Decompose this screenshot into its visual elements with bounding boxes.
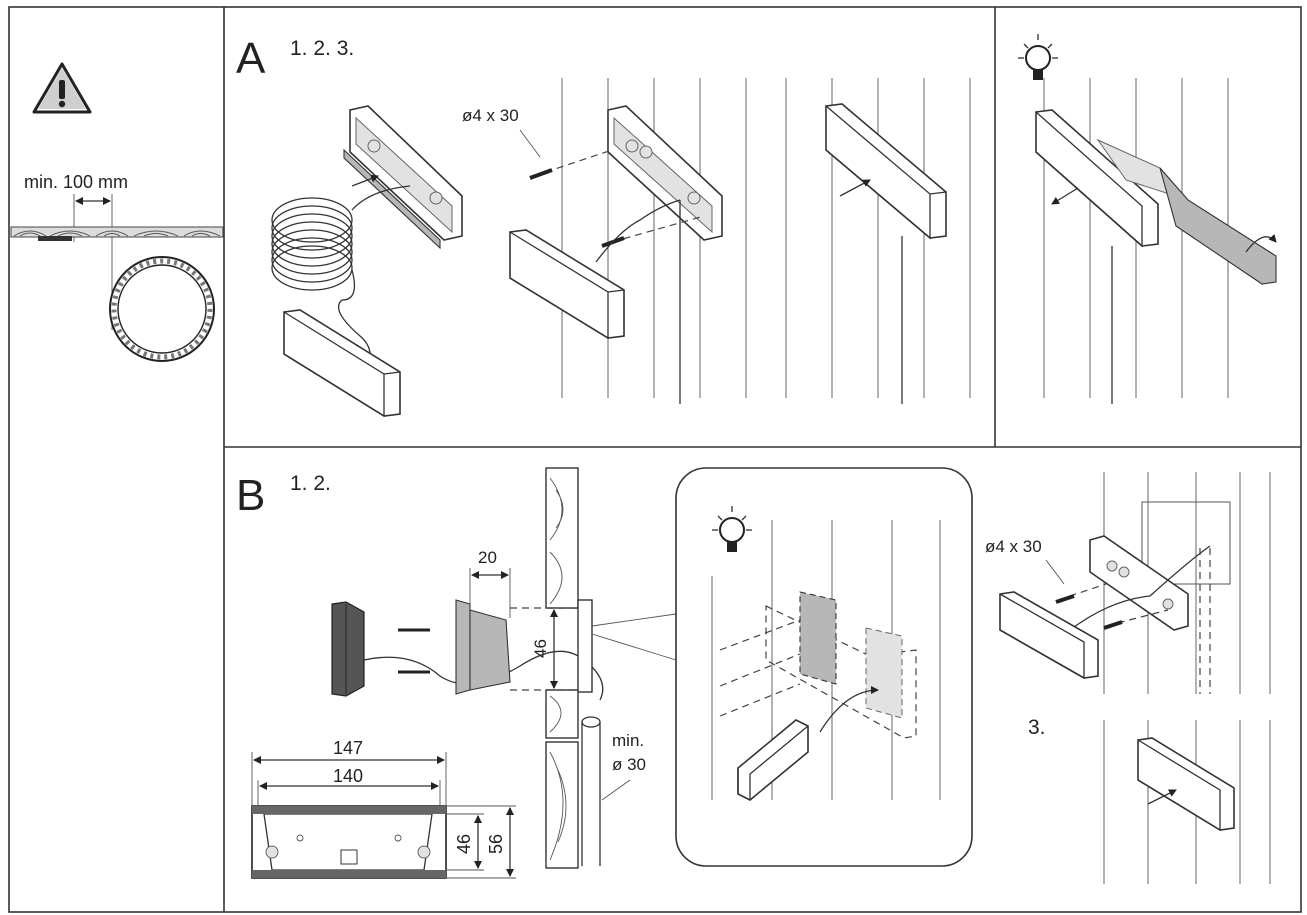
screws-b3 (1045, 559, 1169, 630)
section-b-step3: 3. (1028, 716, 1046, 739)
lightbulb-icon (1018, 34, 1058, 80)
wall-cross-section (545, 467, 593, 869)
warning-icon (32, 62, 92, 114)
light-unit-tip (1035, 109, 1159, 248)
depth-dimension (469, 568, 511, 618)
depth-dim-label: 20 (478, 548, 497, 567)
hole-label-dia: ø 30 (612, 755, 646, 774)
section-b: B 1. 2. 20 46 (236, 467, 1271, 884)
mount-height-label: 46 (531, 639, 550, 658)
light-unit-a3 (825, 103, 947, 240)
insert-arrow-a1 (351, 174, 379, 187)
section-b-screw-label: ø4 x 30 (985, 537, 1042, 556)
panel-frame (8, 6, 1302, 913)
callout-line-bottom (591, 633, 677, 661)
width-dimensions (251, 752, 447, 806)
min-distance-label: min. 100 mm (24, 172, 128, 192)
section-a-letter: A (236, 34, 266, 83)
width-outer-label: 147 (333, 738, 363, 758)
cable-b3 (1069, 545, 1211, 631)
section-a: A 1. 2. 3. ø4 x 30 (236, 34, 971, 418)
mount-height-dimension (510, 607, 580, 691)
callout-line-top (591, 613, 677, 627)
recess-cutout (719, 591, 917, 739)
cable-a2 (595, 199, 681, 263)
pipe-section (109, 256, 215, 362)
hole-leader (601, 779, 631, 801)
light-unit-a1 (283, 309, 401, 418)
screwdriver (1096, 138, 1277, 285)
front-view (251, 805, 447, 879)
section-a-steps: 1. 2. 3. (290, 37, 354, 60)
left-panel: min. 100 mm (10, 62, 224, 362)
cable-conduit (581, 716, 601, 866)
hole-label-min: min. (612, 731, 644, 750)
height-dimensions (446, 805, 516, 879)
cable-channel-b3 (1199, 548, 1211, 694)
tip-callout-b (675, 467, 973, 867)
wall-section (10, 226, 224, 241)
wall-boards-callout (711, 520, 941, 800)
cable-coil (271, 185, 411, 361)
lightbulb-icon-b (712, 506, 752, 552)
wall-boards-a (561, 78, 971, 398)
light-unit-callout (737, 719, 809, 801)
height-outer-label: 56 (486, 834, 506, 854)
min-distance-dimension (73, 194, 113, 330)
light-unit-b-step3 (1137, 737, 1235, 832)
insert-arrow-callout (819, 686, 879, 733)
mounting-box-a2 (607, 105, 723, 241)
mounting-box-a1 (343, 105, 463, 250)
push-arrow-a3 (839, 179, 871, 197)
width-inner-label: 140 (333, 766, 363, 786)
pull-arrow-tip (1051, 187, 1079, 205)
mounting-box-b3 (1089, 535, 1189, 631)
screws-side-view (398, 628, 430, 674)
section-b-steps: 1. 2. (290, 472, 331, 495)
light-unit-a2 (509, 229, 625, 340)
section-a-screw-label: ø4 x 30 (462, 106, 519, 125)
height-inner-label: 46 (454, 834, 474, 854)
light-unit-b3 (999, 591, 1099, 680)
light-unit-side-view (331, 601, 365, 697)
push-arrow-b3 (1147, 789, 1177, 805)
mounting-box-side-view (455, 599, 511, 695)
section-b-letter: B (236, 471, 265, 520)
tip-panel-a (1018, 34, 1277, 404)
